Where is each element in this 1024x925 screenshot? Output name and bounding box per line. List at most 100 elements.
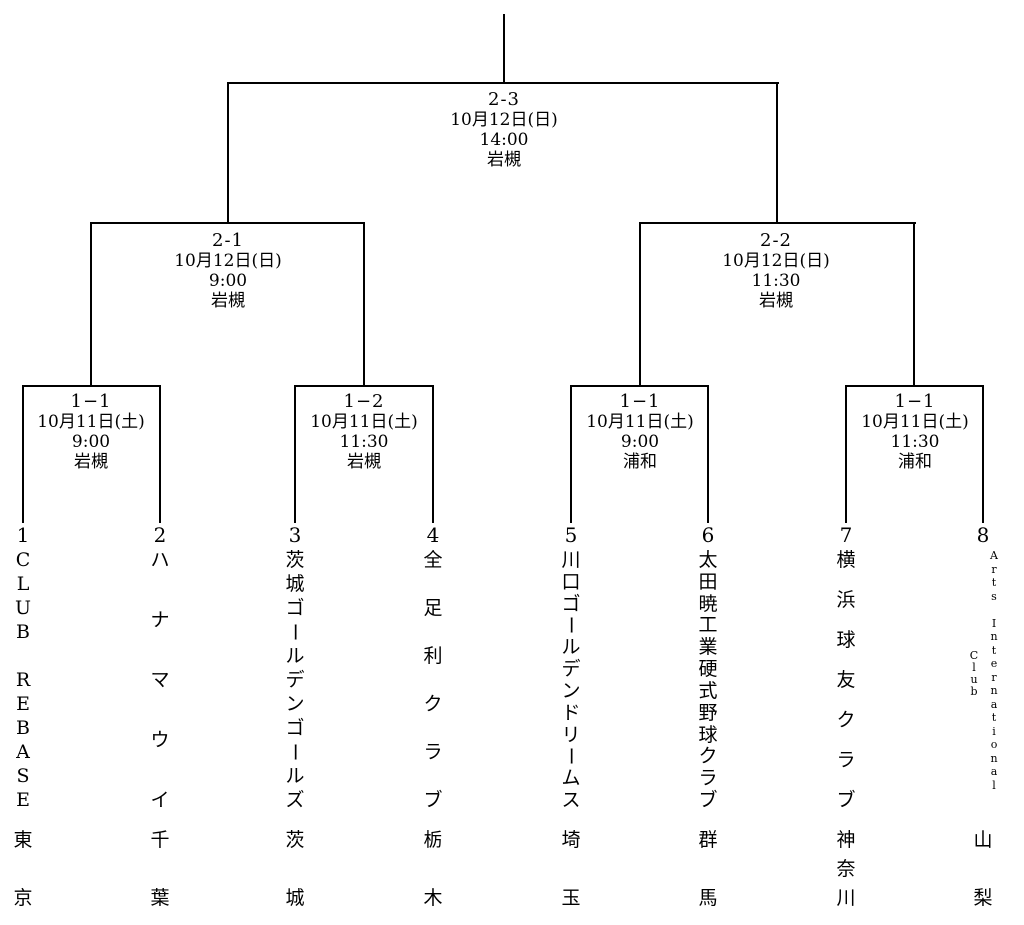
team-prefecture: 神奈川 (826, 830, 866, 908)
name-char: ク (836, 709, 856, 731)
name-char: ー (283, 622, 306, 642)
seed-number: 1 (16, 523, 30, 547)
prefecture-char: 玉 (561, 887, 581, 909)
name-char: デ (285, 669, 305, 691)
team-name: 川口ゴールデンドリームス (551, 550, 591, 810)
team-name: ハナマウイ (140, 550, 180, 810)
prefecture-char: 東 (13, 829, 33, 851)
name-char: ル (561, 636, 581, 659)
prefecture-char: 木 (423, 887, 443, 909)
team-prefecture: 茨城 (275, 830, 315, 908)
name-char: ラ (423, 741, 443, 763)
match-label-final: 2-3 10月12日(日) 14:00 岩槻 (419, 90, 589, 171)
name-char: ズ (285, 789, 305, 811)
connector-qf2-bar (294, 385, 434, 387)
match-venue: 浦和 (623, 452, 657, 472)
connector-sf1-drop (227, 82, 229, 224)
name-char: b (970, 685, 978, 698)
prefecture-char: 山 (973, 829, 993, 851)
prefecture-char: 奈 (836, 858, 856, 880)
name-char: A (990, 549, 998, 562)
match-time: 11:30 (751, 271, 801, 291)
prefecture-char: 埼 (561, 829, 581, 851)
connector-champion-stub (503, 14, 505, 84)
team-prefecture: 東京 (3, 830, 43, 908)
connector-qf4-bar (845, 385, 984, 387)
team-prefecture: 栃木 (413, 830, 453, 908)
name-char: 友 (836, 669, 856, 691)
name-char: 球 (836, 629, 856, 651)
match-label-semifinal-1: 2-1 10月12日(日) 9:00 岩槻 (143, 231, 313, 312)
name-char: o (990, 738, 998, 752)
name-char: u (970, 673, 978, 686)
match-id: 1−1 (894, 391, 936, 412)
name-char: ブ (698, 788, 718, 811)
match-date: 10月12日(日) (174, 251, 282, 271)
name-char: l (972, 661, 976, 674)
name-char: ハ (150, 549, 170, 571)
name-char: ナ (150, 609, 170, 631)
name-char: E (16, 693, 30, 715)
name-char: 口 (561, 570, 581, 593)
name-char: リ (561, 723, 581, 746)
name-char: n (990, 684, 998, 698)
name-char: a (990, 697, 998, 711)
connector-team6-drop (707, 385, 709, 523)
connector-team8-drop (982, 385, 984, 523)
match-time: 11:30 (890, 432, 940, 452)
prefecture-char: 川 (836, 887, 856, 909)
name-char: ラ (836, 749, 856, 771)
name-char: 球 (698, 723, 718, 746)
name-char: r (991, 670, 997, 684)
name-char: ー (283, 742, 306, 762)
name-char: ル (285, 645, 305, 667)
name-char: ン (561, 679, 581, 702)
connector-sf1-bar (91, 222, 365, 224)
match-venue: 岩槻 (74, 452, 108, 472)
name-char: 業 (698, 636, 718, 659)
name-char: ゴ (285, 597, 305, 619)
team-name: 横浜球友クラブ (826, 550, 866, 810)
prefecture-char: 城 (285, 887, 305, 909)
name-char: t (991, 576, 997, 590)
prefecture-char: 馬 (698, 887, 718, 909)
match-id: 1−2 (343, 391, 385, 412)
connector-sf2-bar (639, 222, 916, 224)
name-char: 式 (698, 679, 718, 702)
name-char: ゴ (561, 592, 581, 615)
name-char: 利 (423, 645, 443, 667)
connector-sf2-drop (776, 82, 778, 224)
name-char: ル (285, 765, 305, 787)
match-time: 11:30 (339, 432, 389, 452)
seed-number: 6 (701, 523, 715, 547)
match-label-quarterfinal-2: 1−2 10月11日(土) 11:30 岩槻 (279, 391, 449, 473)
name-char (20, 646, 26, 666)
name-char: 川 (561, 549, 581, 571)
name-char: l (992, 778, 996, 792)
name-char: B (16, 621, 30, 643)
name-char: ラ (698, 767, 718, 790)
name-char: ク (698, 745, 718, 768)
connector-qf3-drop (639, 222, 641, 387)
match-venue: 岩槻 (211, 291, 245, 311)
connector-qf1-drop (90, 222, 92, 387)
match-label-quarterfinal-3: 1−1 10月11日(土) 9:00 浦和 (555, 392, 725, 473)
name-char: 浜 (836, 589, 856, 611)
name-char: 城 (285, 573, 305, 595)
name-char: ド (561, 701, 581, 724)
prefecture-char: 神 (836, 829, 856, 851)
match-label-quarterfinal-4: 1−1 10月11日(土) 11:30 浦和 (830, 391, 1000, 473)
name-char: 茨 (285, 549, 305, 571)
prefecture-char: 茨 (285, 829, 305, 851)
team-name: 太田暁工業硬式野球クラブ (688, 550, 728, 810)
connector-team2-drop (159, 385, 161, 523)
match-date: 10月11日(土) (310, 412, 418, 432)
name-char: ゴ (285, 717, 305, 739)
match-date: 10月11日(土) (586, 412, 694, 432)
